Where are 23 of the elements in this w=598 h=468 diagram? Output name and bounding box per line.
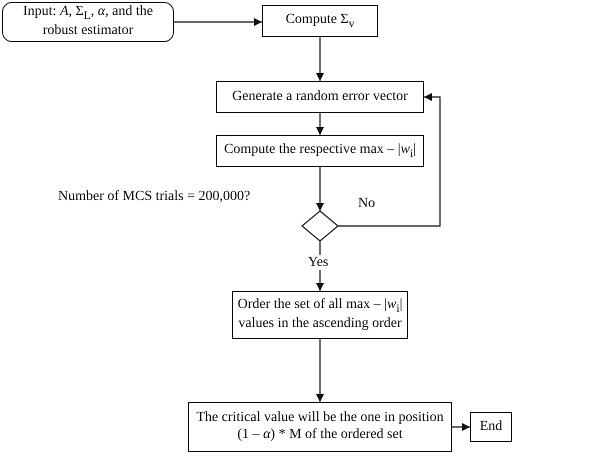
process-box: [470, 412, 512, 442]
process-box: [188, 402, 452, 452]
node-text: Compute the respective max – |w$_{i}$|: [223, 142, 417, 160]
process-box: [216, 81, 424, 113]
input-box: [2, 2, 174, 42]
process-box: [216, 135, 424, 167]
arrow: [174, 18, 262, 26]
node-text: Input: A, Σ$_{L}$, α, and the robust estimator: [22, 4, 154, 40]
decision-question: Number of MCS trials = 200,000?: [58, 189, 250, 205]
process-box: [262, 5, 378, 37]
node-text: Order the set of all max – |w$_{i}$| values in the ascending order: [236, 297, 404, 333]
node-text: Compute Σ$_{v}$: [284, 12, 356, 30]
arrow: [316, 339, 324, 402]
node-text: The critical value will be the one in position (1 – α) * M of the ordered set: [195, 410, 445, 444]
node-text: End: [478, 418, 504, 436]
node-text: Generate a random error vector: [231, 88, 409, 106]
arrow: [338, 93, 441, 227]
arrow: [316, 113, 324, 135]
process-box: [232, 291, 408, 339]
arrow: [316, 167, 324, 211]
arrow: [316, 37, 324, 81]
edge-label: Yes: [306, 255, 330, 270]
arrow: [452, 423, 470, 431]
